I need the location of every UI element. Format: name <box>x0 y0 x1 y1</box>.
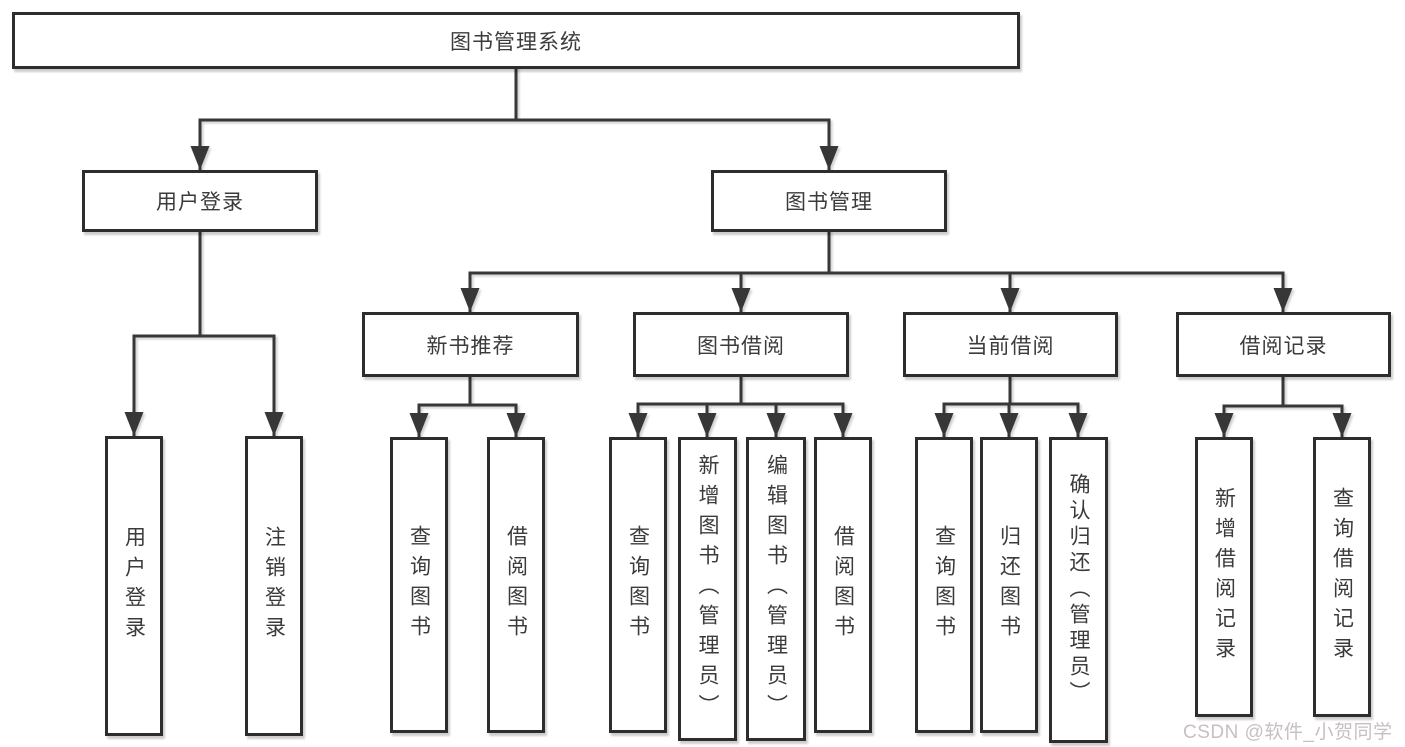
leaf-label: 新增借阅记录 <box>1212 487 1236 667</box>
connector <box>636 375 845 406</box>
leaf-label: 查询图书 <box>407 525 431 645</box>
leaf-borrow-book: 借阅图书 <box>814 437 872 733</box>
leaf-logout: 注销登录 <box>245 436 303 736</box>
connector <box>468 230 1285 275</box>
node-borrow-records: 借阅记录 <box>1176 312 1391 377</box>
leaf-query-book-current: 查询图书 <box>915 437 973 733</box>
leaf-user-login: 用户登录 <box>105 436 163 736</box>
connector <box>1222 375 1344 408</box>
node-book-borrow: 图书借阅 <box>633 312 849 377</box>
leaf-label: 注销登录 <box>262 526 286 646</box>
leaf-label: 查询图书 <box>932 525 956 645</box>
leaf-label: 借阅图书 <box>504 525 528 645</box>
leaf-return-book: 归还图书 <box>980 437 1038 733</box>
leaf-label: 用户登录 <box>122 526 146 646</box>
leaf-query-borrow-record: 查询借阅记录 <box>1313 437 1371 717</box>
node-book-management: 图书管理 <box>711 170 947 232</box>
node-book-management-system: 图书管理系统 <box>12 12 1020 69</box>
leaf-query-book-recommend: 查询图书 <box>390 437 448 733</box>
leaf-label: 归还图书 <box>997 525 1021 645</box>
node-user-login: 用户登录 <box>82 170 318 232</box>
leaf-label: 编辑图书（管理员） <box>764 454 788 724</box>
leaf-label: 借阅图书 <box>831 525 855 645</box>
leaf-add-book-admin: 新增图书（管理员） <box>678 437 737 741</box>
connector <box>198 66 831 122</box>
leaf-label: 查询借阅记录 <box>1330 487 1354 667</box>
node-new-book-recommend: 新书推荐 <box>362 312 579 377</box>
leaf-add-borrow-record: 新增借阅记录 <box>1195 437 1253 717</box>
leaf-borrow-book-recommend: 借阅图书 <box>487 437 545 733</box>
leaf-label: 确认归还（管理员） <box>1067 473 1090 707</box>
csdn-watermark: CSDN @软件_小贺同学 <box>1183 722 1393 743</box>
leaf-label: 新增图书（管理员） <box>696 454 719 724</box>
connector <box>942 375 1080 406</box>
leaf-query-book-borrow: 查询图书 <box>609 437 667 733</box>
connector <box>132 230 276 338</box>
leaf-label: 查询图书 <box>626 525 650 645</box>
connector <box>417 375 518 407</box>
leaf-edit-book-admin: 编辑图书（管理员） <box>746 437 806 741</box>
node-current-borrow: 当前借阅 <box>903 312 1118 377</box>
leaf-confirm-return-admin: 确认归还（管理员） <box>1049 437 1108 743</box>
